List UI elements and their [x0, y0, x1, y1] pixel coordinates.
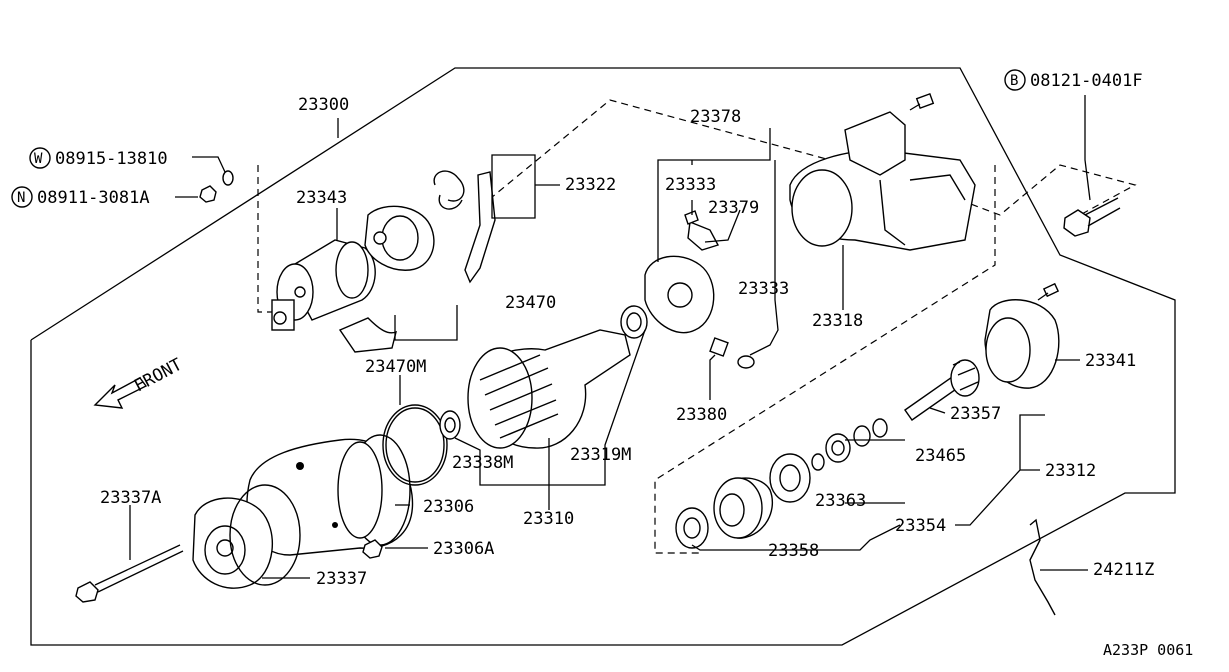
armature-part — [467, 329, 631, 449]
through-bolt-b-part — [1063, 197, 1121, 237]
label-23319m: 23319M — [570, 445, 631, 465]
through-bolt-part — [75, 544, 184, 603]
label-23354: 23354 — [895, 516, 946, 536]
label-23341: 23341 — [1085, 351, 1136, 371]
label-23363: 23363 — [815, 491, 866, 511]
label-23333-mid: 23333 — [738, 279, 789, 299]
label-23322: 23322 — [565, 175, 616, 195]
rear-cover-dashed-box — [479, 99, 831, 208]
nut-part — [199, 185, 217, 203]
label-23310: 23310 — [523, 509, 574, 529]
label-08911-3081a: 08911-3081A — [37, 188, 150, 208]
harness-clip-part — [1029, 518, 1056, 616]
label-08915-13810: 08915-13810 — [55, 149, 168, 169]
front-label: FRONT — [131, 355, 186, 397]
o-ring-part — [382, 404, 448, 486]
w-circle-letter: W — [34, 151, 43, 167]
drawing-code: A233P 0061 — [1103, 641, 1193, 659]
label-23357: 23357 — [950, 404, 1001, 424]
saddle-cover-part — [338, 317, 398, 353]
pinion-shaft-part — [904, 359, 980, 421]
w-washer-callout: W 08915-13810 — [29, 147, 168, 169]
washer-part — [222, 170, 234, 186]
brush-part — [709, 337, 729, 357]
label-23318: 23318 — [812, 311, 863, 331]
label-23337: 23337 — [316, 569, 367, 589]
label-23470m: 23470M — [365, 357, 426, 377]
label-23465: 23465 — [915, 446, 966, 466]
label-08121-0401f: 08121-0401F — [1030, 71, 1143, 91]
brush-spring-part — [737, 355, 755, 369]
label-23306a: 23306A — [433, 539, 494, 559]
label-23379: 23379 — [708, 198, 759, 218]
shield-bolt-part — [1037, 282, 1060, 301]
clutch-part — [713, 477, 774, 539]
solenoid-dashed-box — [257, 165, 278, 313]
label-23358: 23358 — [768, 541, 819, 561]
leader-lines — [129, 95, 1091, 579]
front-arrow-icon — [93, 377, 148, 409]
bolt-top-part — [909, 93, 935, 111]
lever-spring-part — [433, 170, 496, 284]
front-bearing-part — [620, 305, 648, 339]
small-gear-part — [811, 418, 888, 471]
label-23306: 23306 — [423, 497, 474, 517]
label-23378: 23378 — [690, 107, 741, 127]
label-23300: 23300 — [298, 95, 349, 115]
solenoid-part — [271, 239, 376, 331]
assembly-frame — [30, 67, 1176, 646]
idler-gear-part — [675, 507, 709, 549]
rear-bearing-part — [439, 410, 461, 440]
n-circle-letter: N — [17, 190, 25, 206]
label-24211z: 24211Z — [1093, 560, 1154, 580]
brush-holder-part — [644, 210, 720, 334]
label-23380: 23380 — [676, 405, 727, 425]
b-bolt-callout: B 08121-0401F — [1004, 69, 1143, 91]
gear-bearing-part — [769, 453, 811, 503]
dust-shield-part — [984, 299, 1060, 389]
solenoid-cap-part — [364, 205, 435, 271]
bolt-dashed-line — [959, 164, 1137, 216]
label-23312: 23312 — [1045, 461, 1096, 481]
housing-dashed-box — [654, 165, 996, 554]
rear-bracket-part — [192, 484, 301, 589]
screw-part — [362, 539, 383, 559]
label-23333-top: 23333 — [665, 175, 716, 195]
o-ring-inner — [385, 407, 445, 483]
yoke-part — [246, 434, 414, 556]
label-23470: 23470 — [505, 293, 556, 313]
gear-housing-part — [789, 111, 976, 251]
n-nut-callout: N 08911-3081A — [11, 186, 150, 208]
label-23343: 23343 — [296, 188, 347, 208]
label-23337a: 23337A — [100, 488, 161, 508]
label-23338m: 23338M — [452, 453, 513, 473]
b-circle-letter: B — [1010, 73, 1018, 89]
